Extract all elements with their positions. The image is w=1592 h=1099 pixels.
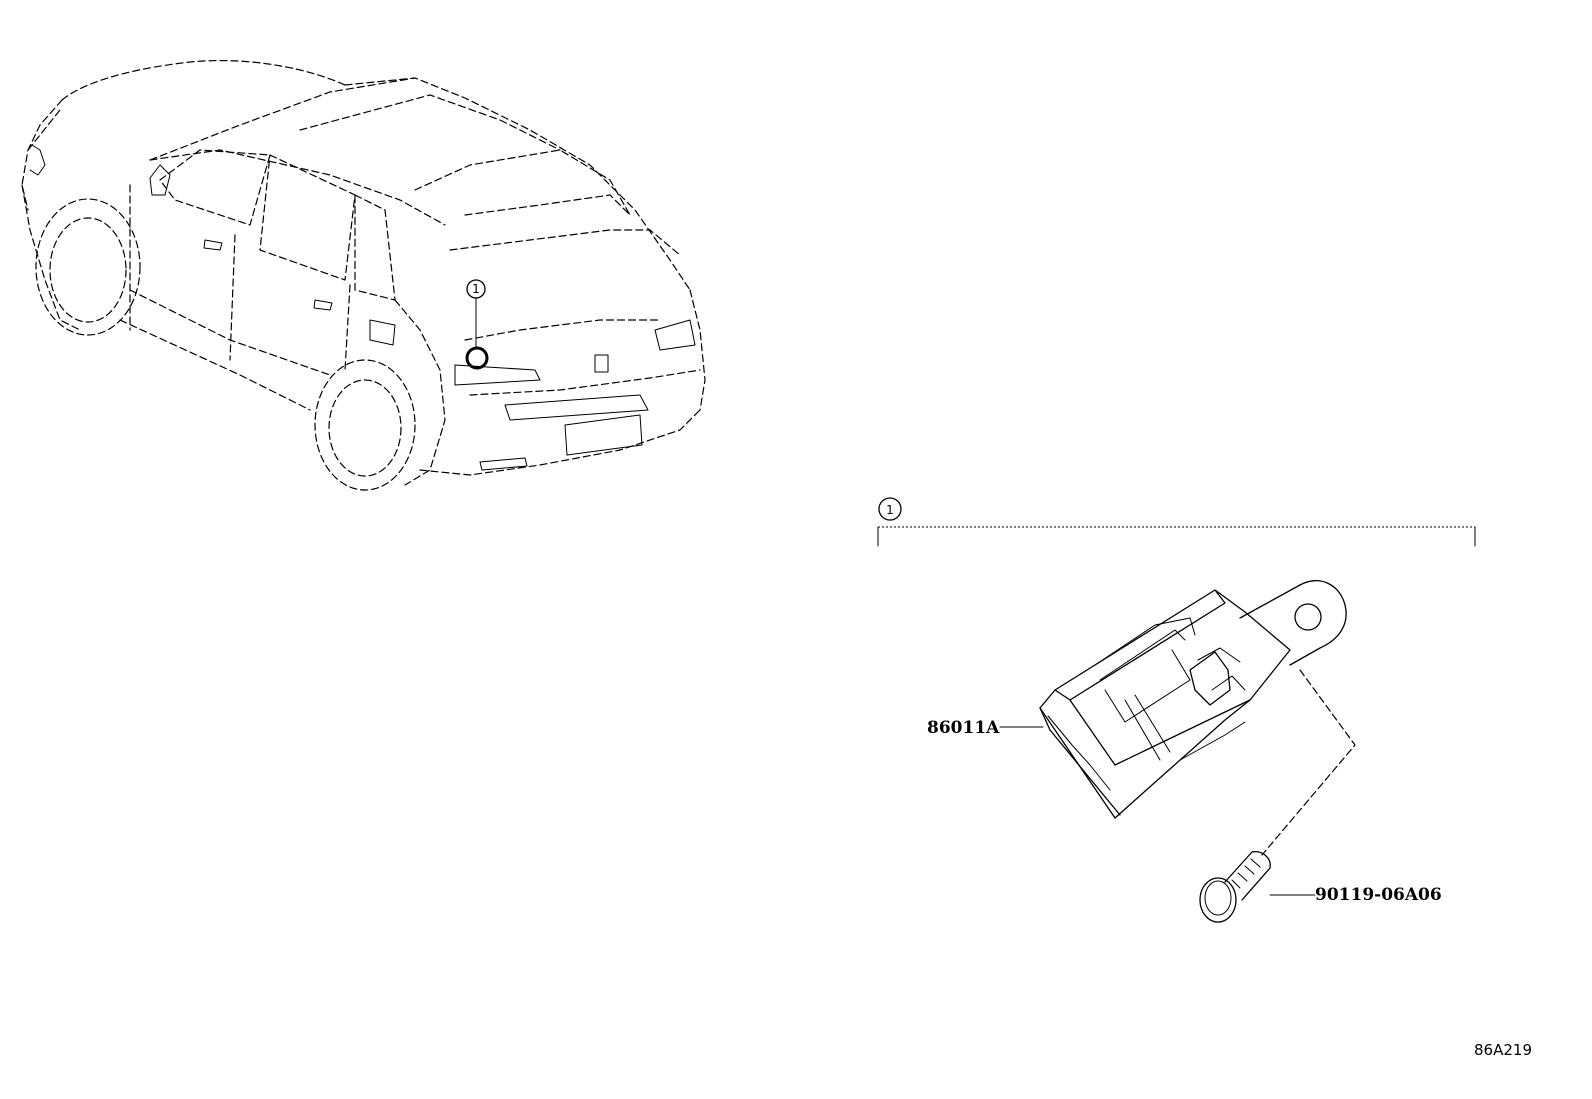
bolt-illustration: 90119-06A06 bbox=[1199, 851, 1442, 923]
part-label-90119-06a06: 90119-06A06 bbox=[1315, 885, 1442, 905]
vehicle-callout: 1 bbox=[465, 279, 489, 370]
group-bracket: 1 bbox=[877, 497, 1476, 547]
group-callout-number: 1 bbox=[886, 503, 894, 517]
part-label-86011a: 86011A bbox=[927, 718, 1000, 738]
install-path-line bbox=[1261, 669, 1356, 856]
receiver-module-illustration: 86011A bbox=[927, 580, 1347, 819]
vehicle-illustration bbox=[21, 60, 706, 491]
figure-code: 86A219 bbox=[1474, 1041, 1532, 1059]
vehicle-callout-number: 1 bbox=[472, 282, 480, 296]
receiver-location-marker bbox=[465, 346, 489, 370]
